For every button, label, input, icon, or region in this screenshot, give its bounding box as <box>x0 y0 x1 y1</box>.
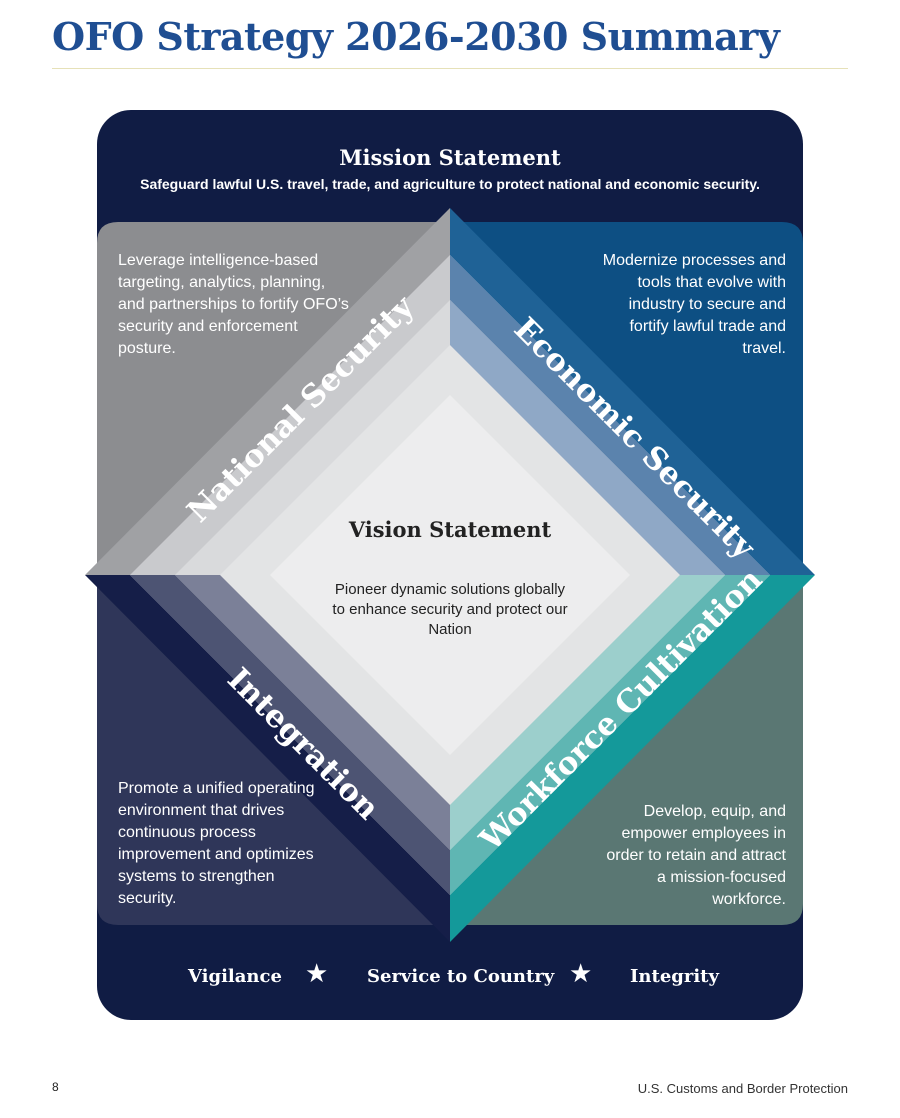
integration-description: Promote a unified operating environment … <box>118 780 315 907</box>
star-icon: ★ <box>569 958 593 988</box>
vision-diamond <box>270 395 630 755</box>
value-integrity: Integrity <box>630 966 719 987</box>
economic-security-description: Modernize processes and tools that evolv… <box>602 252 786 357</box>
workforce-step-2 <box>450 575 725 850</box>
vision-text: Pioneer dynamic solutions globally to en… <box>332 581 568 638</box>
vision-heading: Vision Statement <box>348 517 552 542</box>
economic-step-2 <box>450 300 725 575</box>
value-vigilance: Vigilance <box>188 966 282 987</box>
mission-heading: Mission Statement <box>339 145 561 170</box>
footer-organization: U.S. Customs and Border Protection <box>637 1081 848 1096</box>
workforce-step-1 <box>450 575 770 895</box>
page-title: OFO Strategy 2026-2030 Summary <box>52 14 780 59</box>
page-number: 8 <box>52 1080 59 1094</box>
title-divider <box>52 68 848 69</box>
mission-text: Safeguard lawful U.S. travel, trade, and… <box>140 176 760 192</box>
star-icon: ★ <box>305 958 329 988</box>
workforce-cultivation-description: Develop, equip, and empower employees in… <box>606 803 786 908</box>
economic-step-1 <box>450 255 770 575</box>
integration-step-1 <box>130 575 450 895</box>
national-security-description: Leverage intelligence-based targeting, a… <box>118 252 349 357</box>
integration-step-2 <box>175 575 450 850</box>
value-service: Service to Country <box>367 966 555 987</box>
